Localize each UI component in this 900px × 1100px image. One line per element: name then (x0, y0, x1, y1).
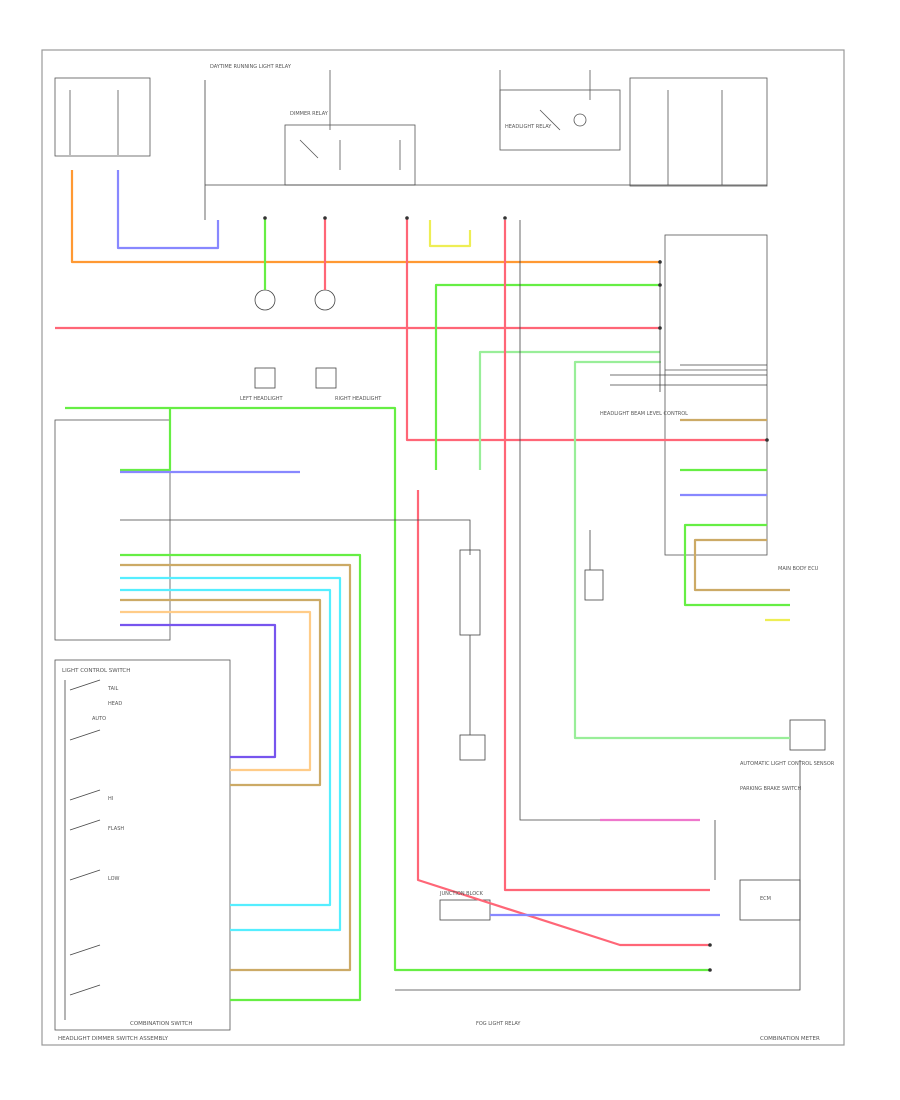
label-sw-head: HEAD (108, 701, 122, 707)
wire-green-4 (478, 350, 660, 470)
label-left-headlight: LEFT HEADLIGHT (240, 396, 283, 402)
wire-green-cross (434, 283, 660, 470)
label-combination-switch: COMBINATION SWITCH (130, 1021, 193, 1027)
wire-red-lower (416, 490, 710, 947)
label-sw-hi: HI (108, 796, 113, 802)
label-ecm: ECM (760, 896, 771, 902)
daytime-running-light-relay (284, 124, 416, 186)
label-headlight-dimmer-switch-assembly: HEADLIGHT DIMMER SWITCH ASSEMBLY (58, 1036, 169, 1042)
top-fuse-row (54, 70, 768, 187)
wire-cyan-dimmer (120, 576, 342, 932)
headlight-bulbs (254, 289, 337, 389)
wire-red-ecu (405, 218, 767, 442)
label-automatic-light-control-sensor: AUTOMATIC LIGHT CONTROL SENSOR (740, 761, 835, 767)
wire-tan-dimmer (120, 563, 352, 972)
ground-lines (120, 80, 801, 991)
label-parking-brake-switch: PARKING BRAKE SWITCH (740, 786, 802, 792)
wire-red-ecm (503, 220, 710, 892)
label-sw-flash: FLASH (108, 826, 124, 832)
main-body-ecu (664, 234, 768, 556)
wire-green-3 (120, 408, 172, 472)
wire-yellow (428, 220, 472, 248)
headlight-relay (499, 89, 621, 151)
label-fog-light-relay: FOG LIGHT RELAY (476, 1021, 521, 1027)
diagram-border (41, 49, 845, 1046)
label-light-control-switch: LIGHT CONTROL SWITCH (62, 668, 130, 674)
label-sw-low: LOW (108, 876, 120, 882)
wire-purple (120, 623, 277, 759)
wire-blue-top (116, 170, 220, 250)
label-sw-tail: TAIL (107, 686, 119, 692)
combination-switch-block (54, 419, 231, 1031)
label-headlight-beam-level-control: HEADLIGHT BEAM LEVEL CONTROL (600, 411, 688, 417)
wire-green-loop (683, 523, 790, 607)
wire-green-dimmer (120, 553, 362, 1002)
wire-tan-2 (120, 598, 322, 787)
label-daytime-running-light-relay: DAYTIME RUNNING LIGHT RELAY (210, 64, 292, 70)
wires (55, 170, 790, 1002)
light-control-switch-contacts (64, 679, 101, 1020)
label-right-headlight: RIGHT HEADLIGHT (335, 396, 382, 402)
wire-green-5 (573, 360, 790, 740)
label-junction-block: JUNCTION BLOCK (439, 891, 484, 897)
label-dimmer-relay: DIMMER RELAY (290, 111, 329, 117)
wire-orange-2 (120, 610, 312, 772)
connector-markers (263, 216, 769, 972)
wire-green-2 (65, 406, 710, 972)
label-sw-auto: AUTO (92, 716, 106, 722)
wire-tan-loop (693, 538, 790, 592)
wire-orange (70, 170, 660, 264)
wire-cyan-2 (120, 588, 332, 907)
label-main-body-ecu: MAIN BODY ECU (778, 566, 819, 572)
label-combination-meter: COMBINATION METER (760, 1036, 820, 1042)
label-headlight-relay: HEADLIGHT RELAY (505, 124, 552, 130)
